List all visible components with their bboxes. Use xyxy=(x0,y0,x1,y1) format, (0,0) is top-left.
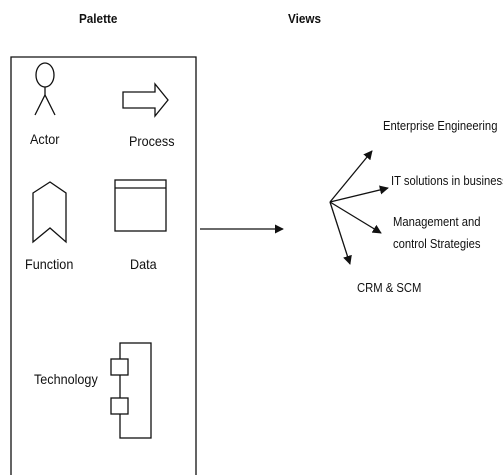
actor-stick-figure-icon xyxy=(34,62,56,116)
right-arrow-icon xyxy=(122,82,169,118)
palette-header: Palette xyxy=(79,11,118,26)
component-icon xyxy=(110,342,152,439)
function-chevron-icon xyxy=(32,181,67,244)
palette-panel-border xyxy=(10,56,197,475)
data-label: Data xyxy=(130,256,157,272)
view-enterprise-engineering: Enterprise Engineering xyxy=(383,119,498,133)
function-label: Function xyxy=(25,256,74,272)
view-management-line2: control Strategies xyxy=(393,237,481,251)
view-it-solutions: IT solutions in business xyxy=(391,174,503,188)
arrow-to-it-solutions xyxy=(329,185,389,203)
arrow-to-crm-scm xyxy=(329,201,352,265)
arrow-to-management xyxy=(329,201,382,234)
technology-label: Technology xyxy=(34,371,98,387)
views-fan-arrows xyxy=(329,150,389,265)
view-management-line1: Management and xyxy=(393,215,481,229)
views-header: Views xyxy=(288,11,321,26)
data-table-icon xyxy=(114,179,167,232)
actor-label: Actor xyxy=(30,131,60,147)
view-crm-scm: CRM & SCM xyxy=(357,281,422,295)
arrow-to-enterprise-engineering xyxy=(329,150,373,203)
process-label: Process xyxy=(129,133,175,149)
